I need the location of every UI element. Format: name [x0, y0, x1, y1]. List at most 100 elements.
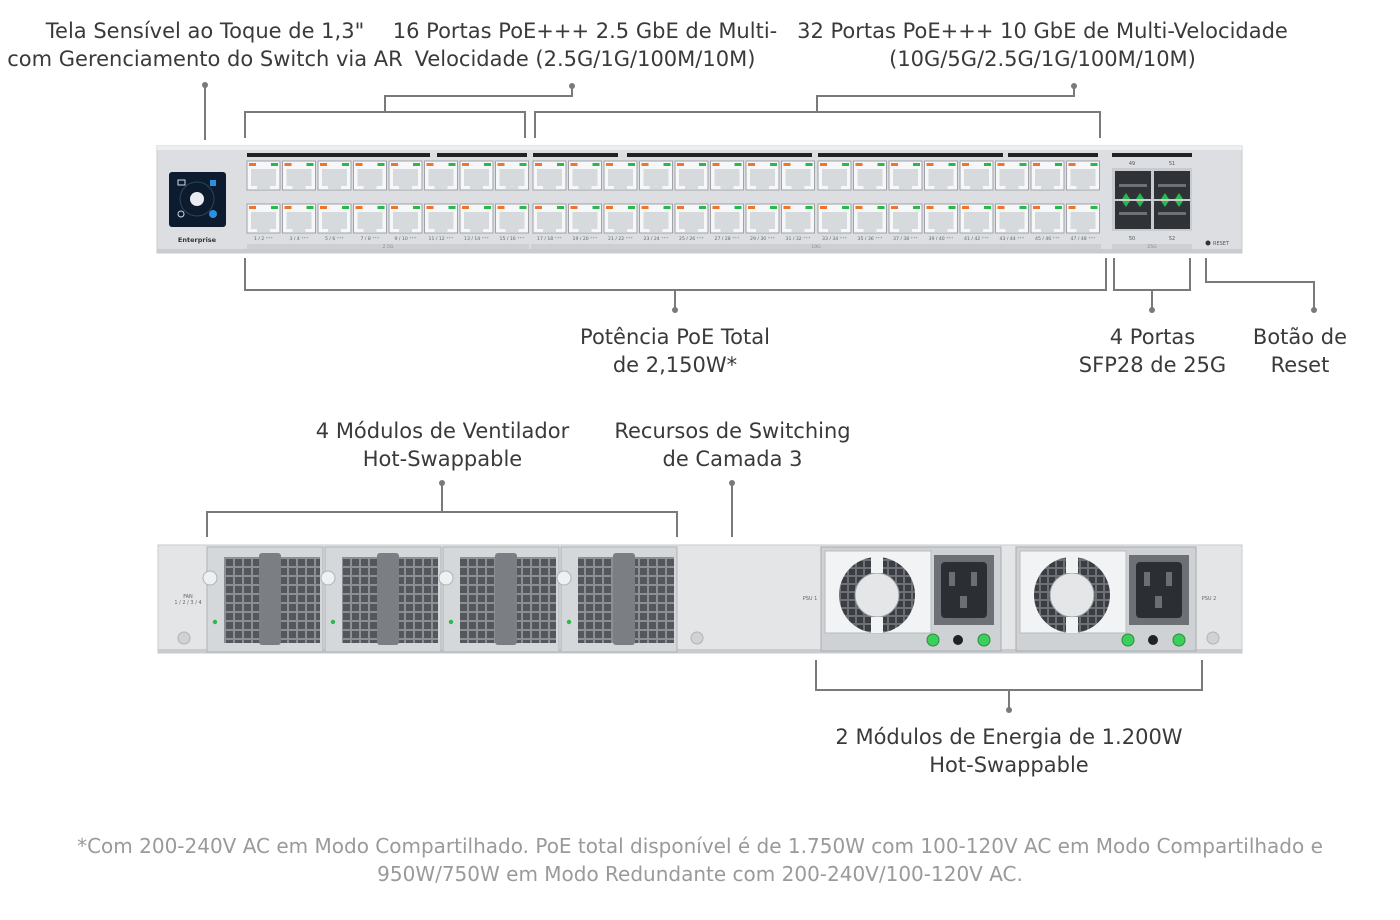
rj45-port — [424, 203, 458, 234]
touchscreen-label: Tela Sensível ao Toque de 1,3"com Gerenc… — [7, 19, 403, 71]
fan-module — [438, 546, 560, 653]
fan-module — [556, 546, 678, 653]
rj45-port — [710, 203, 744, 234]
sfp-label-49: 49 — [1129, 161, 1135, 167]
reset-text: RESET — [1213, 241, 1230, 247]
brand-label: Enterprise — [178, 236, 217, 244]
rj45-port — [246, 160, 281, 191]
rj45-port — [353, 160, 387, 191]
rj45-port — [888, 203, 923, 234]
power-supply-modules — [820, 546, 1197, 652]
ports-2-5g-label: 16 Portas PoE+++ 2.5 GbE de Multi-Veloci… — [392, 19, 778, 71]
port-number-label: 21 / 22 ⁺⁺⁺ — [608, 236, 633, 242]
rj45-port — [1030, 160, 1065, 191]
fan-module — [202, 546, 324, 653]
rj45-port — [888, 160, 923, 191]
rj45-port — [495, 160, 529, 191]
rj45-port — [745, 160, 780, 191]
rj45-port — [603, 203, 638, 234]
fan-modules — [202, 546, 678, 653]
port-number-label: 31 / 32 ⁺⁺⁺ — [786, 236, 811, 242]
rj45-port — [317, 203, 352, 234]
rear-screws — [177, 631, 1220, 645]
rj45-port — [282, 203, 316, 234]
group-label-25g: 25G — [1147, 244, 1157, 250]
port-number-label: 27 / 28 ⁺⁺⁺ — [715, 236, 740, 242]
sfp-label-50: 50 — [1129, 236, 1135, 242]
port-number-label: 17 / 18 ⁺⁺⁺ — [537, 236, 562, 242]
port-number-label: 1 / 2 ⁺⁺⁺ — [254, 236, 274, 242]
footnote: *Com 200-240V AC em Modo Compartilhado. … — [77, 834, 1323, 886]
rj45-port — [568, 160, 602, 191]
rj45-port — [924, 160, 958, 191]
port-number-label: 3 / 4 ⁺⁺⁺ — [289, 236, 309, 242]
port-number-label: 47 / 48 ⁺⁺⁺ — [1071, 236, 1096, 242]
port-number-label: 19 / 20 ⁺⁺⁺ — [573, 236, 598, 242]
port-number-label: 39 / 40 ⁺⁺⁺ — [929, 236, 954, 242]
rj45-port — [532, 203, 567, 234]
reset-button — [1205, 240, 1211, 246]
rj45-port — [781, 160, 815, 191]
rj45-port — [674, 203, 709, 234]
port-number-label: 35 / 36 ⁺⁺⁺ — [858, 236, 883, 242]
rj45-port — [1030, 203, 1065, 234]
power-supply-module — [820, 546, 1002, 652]
sfp-label-51: 51 — [1169, 161, 1175, 167]
rj45-port — [568, 203, 602, 234]
rj45-port — [639, 203, 673, 234]
rj45-port — [853, 203, 887, 234]
rj45-port — [459, 160, 494, 191]
port-number-label: 13 / 14 ⁺⁺⁺ — [464, 236, 489, 242]
ports-10g-label: 32 Portas PoE+++ 10 GbE de Multi-Velocid… — [797, 19, 1288, 71]
rj45-port — [353, 203, 387, 234]
port-group-headers — [247, 153, 1192, 157]
port-number-labels: 1 / 2 ⁺⁺⁺3 / 4 ⁺⁺⁺5 / 6 ⁺⁺⁺7 / 8 ⁺⁺⁺9 / … — [254, 236, 1096, 242]
rj45-port — [995, 160, 1029, 191]
port-number-label: 23 / 24 ⁺⁺⁺ — [644, 236, 669, 242]
callout-brackets-rear — [206, 483, 1203, 710]
fan-label-title: FAN — [183, 594, 193, 600]
port-number-label: 45 / 46 ⁺⁺⁺ — [1035, 236, 1060, 242]
touchscreen-display — [169, 172, 226, 227]
callout-dots-rear — [439, 480, 1012, 713]
rj45-port — [853, 160, 887, 191]
port-number-label: 37 / 38 ⁺⁺⁺ — [893, 236, 918, 242]
rj45-port — [924, 203, 958, 234]
port-number-label: 11 / 12 ⁺⁺⁺ — [429, 236, 454, 242]
callout-brackets-front — [204, 85, 1315, 310]
rj45-port — [388, 203, 423, 234]
port-number-label: 43 / 44 ⁺⁺⁺ — [1000, 236, 1025, 242]
port-number-label: 25 / 26 ⁺⁺⁺ — [679, 236, 704, 242]
rj45-port — [639, 160, 673, 191]
callout-dots-front — [202, 82, 1317, 313]
rj45-port — [1066, 203, 1100, 234]
rj45-port — [995, 203, 1029, 234]
psu1-label: PSU 1 — [803, 596, 818, 602]
rj45-port — [781, 203, 815, 234]
psu2-label: PSU 2 — [1202, 596, 1217, 602]
fan-module — [320, 546, 442, 653]
rj45-port — [959, 203, 994, 234]
rj45-port — [674, 160, 709, 191]
fan-label-numbers: 1 / 2 / 3 / 4 — [174, 600, 201, 606]
rj45-port — [1066, 160, 1100, 191]
power-supply-module — [1015, 546, 1197, 652]
rj45-port — [817, 160, 852, 191]
rj45-port — [246, 203, 281, 234]
sfp-label-52: 52 — [1169, 236, 1175, 242]
port-number-label: 5 / 6 ⁺⁺⁺ — [325, 236, 345, 242]
sfp28-ports — [1112, 168, 1192, 231]
port-number-label: 29 / 30 ⁺⁺⁺ — [750, 236, 775, 242]
rj45-port — [282, 160, 316, 191]
group-label-10g: 10G — [811, 244, 821, 250]
rj45-port — [532, 160, 567, 191]
rj45-port — [424, 160, 458, 191]
port-number-label: 15 / 16 ⁺⁺⁺ — [500, 236, 525, 242]
